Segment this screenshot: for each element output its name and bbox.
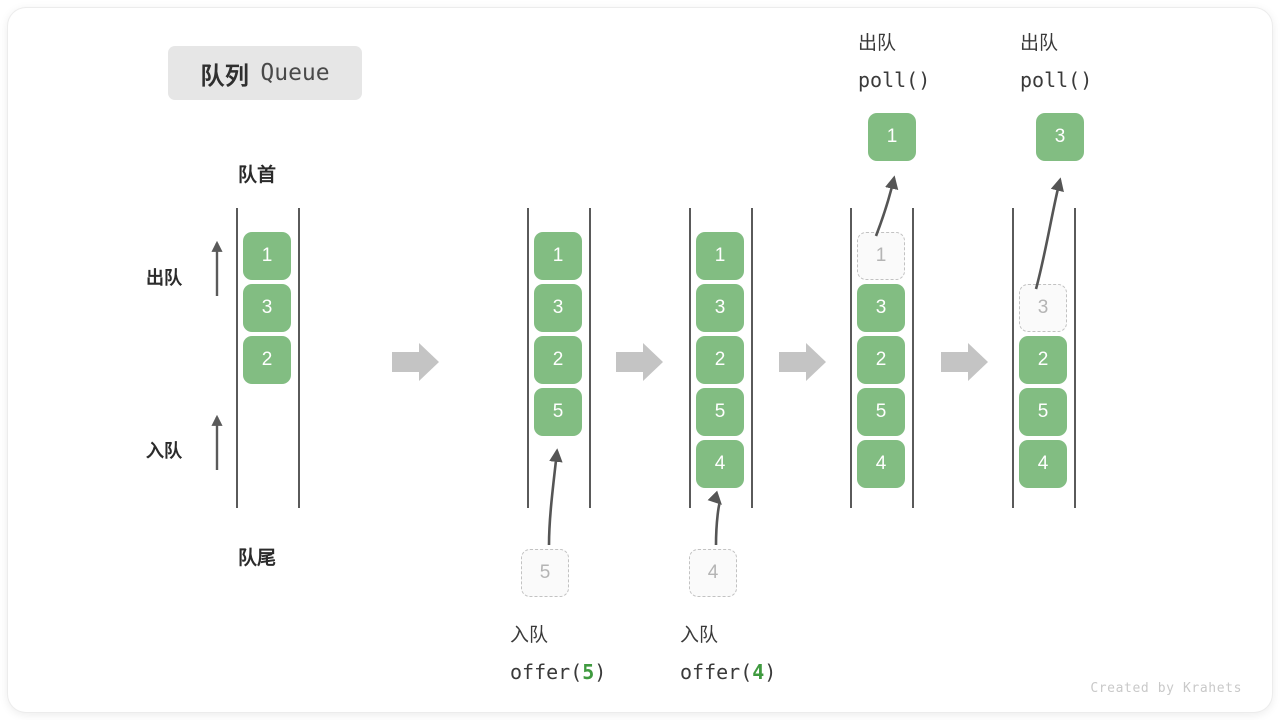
queue-cell: 3 [696,284,744,332]
offer-caption-2-cn: 入队 [680,625,719,646]
queue-cell-popped: 1 [868,113,916,161]
queue-cell: 5 [1019,388,1067,436]
queue-cell: 1 [534,232,582,280]
title-english: Queue [260,60,330,86]
rail-right [589,208,591,508]
label-dequeue-direction: 出队 [146,268,182,288]
queue-cell: 2 [243,336,291,384]
watermark-credit: Created by Krahets [1090,681,1242,696]
rail-left [1012,208,1014,508]
offer-caption-1-cn: 入队 [510,625,549,646]
label-enqueue-direction: 入队 [146,441,182,461]
queue-cell: 4 [857,440,905,488]
queue-cell-popped: 3 [1036,113,1084,161]
queue-cell: 2 [696,336,744,384]
queue-cell-ghost: 5 [521,549,569,597]
rail-left [850,208,852,508]
queue-cell: 5 [696,388,744,436]
queue-cell: 3 [534,284,582,332]
offer-caption-1: 入队 offer(5) [510,618,606,690]
rail-right [298,208,300,508]
rail-right [1074,208,1076,508]
rail-left [689,208,691,508]
offer-caption-2: 入队 offer(4) [680,618,776,690]
offer-caption-2-call: offer(4) [680,660,777,684]
rail-left [236,208,238,508]
label-queue-rear: 队尾 [238,548,277,569]
diagram-card [8,8,1272,712]
rail-right [751,208,753,508]
poll-header-2: 出队 poll() [1020,26,1092,98]
diagram-title-badge: 队列 Queue [168,46,362,100]
queue-cell: 2 [857,336,905,384]
queue-cell: 3 [243,284,291,332]
poll-header-2-call: poll() [1020,68,1093,92]
poll-header-1-cn: 出队 [858,33,897,54]
queue-cell: 1 [243,232,291,280]
poll-header-1: 出队 poll() [858,26,930,98]
queue-cell: 4 [1019,440,1067,488]
label-queue-front: 队首 [238,165,277,186]
queue-cell: 2 [534,336,582,384]
queue-cell-new: 5 [534,388,582,436]
rail-right [912,208,914,508]
queue-cell-ghost: 1 [857,232,905,280]
rail-left [527,208,529,508]
queue-cell-ghost: 3 [1019,284,1067,332]
queue-cell: 2 [1019,336,1067,384]
queue-cell: 3 [857,284,905,332]
poll-header-2-cn: 出队 [1020,33,1059,54]
queue-cell-new: 4 [696,440,744,488]
title-chinese: 队列 [200,62,250,90]
poll-header-1-call: poll() [858,68,931,92]
queue-cell: 5 [857,388,905,436]
queue-cell: 1 [696,232,744,280]
queue-cell-ghost: 4 [689,549,737,597]
offer-caption-1-call: offer(5) [510,660,607,684]
